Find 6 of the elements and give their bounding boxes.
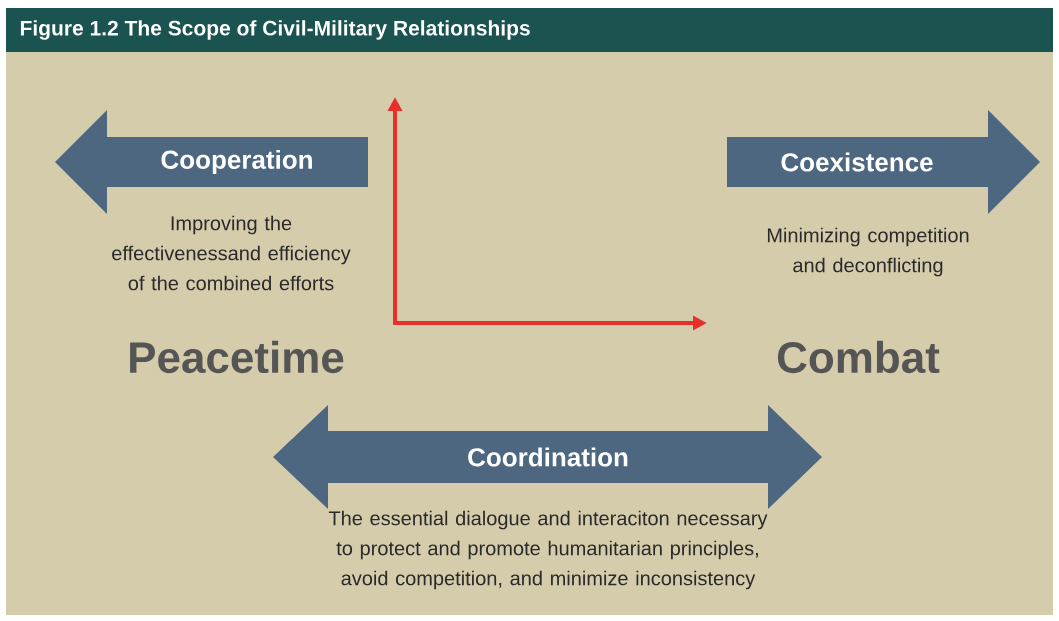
description-text: Minimizing competition and deconflicting [767,227,969,277]
stage-label: Peacetime [130,340,344,374]
description-text: The essential dialogue and interaciton necessary to protect and promote humanitarian principles, avoid competition, and minimize inconsistency [328,510,768,590]
title-bar: Figure 1.2 The Scope of Civil-Military Relationships [6,8,1053,52]
description-text: Improving the effectivenessand efficiency of the combined efforts [112,215,351,291]
stage-label: Combat [777,340,940,374]
